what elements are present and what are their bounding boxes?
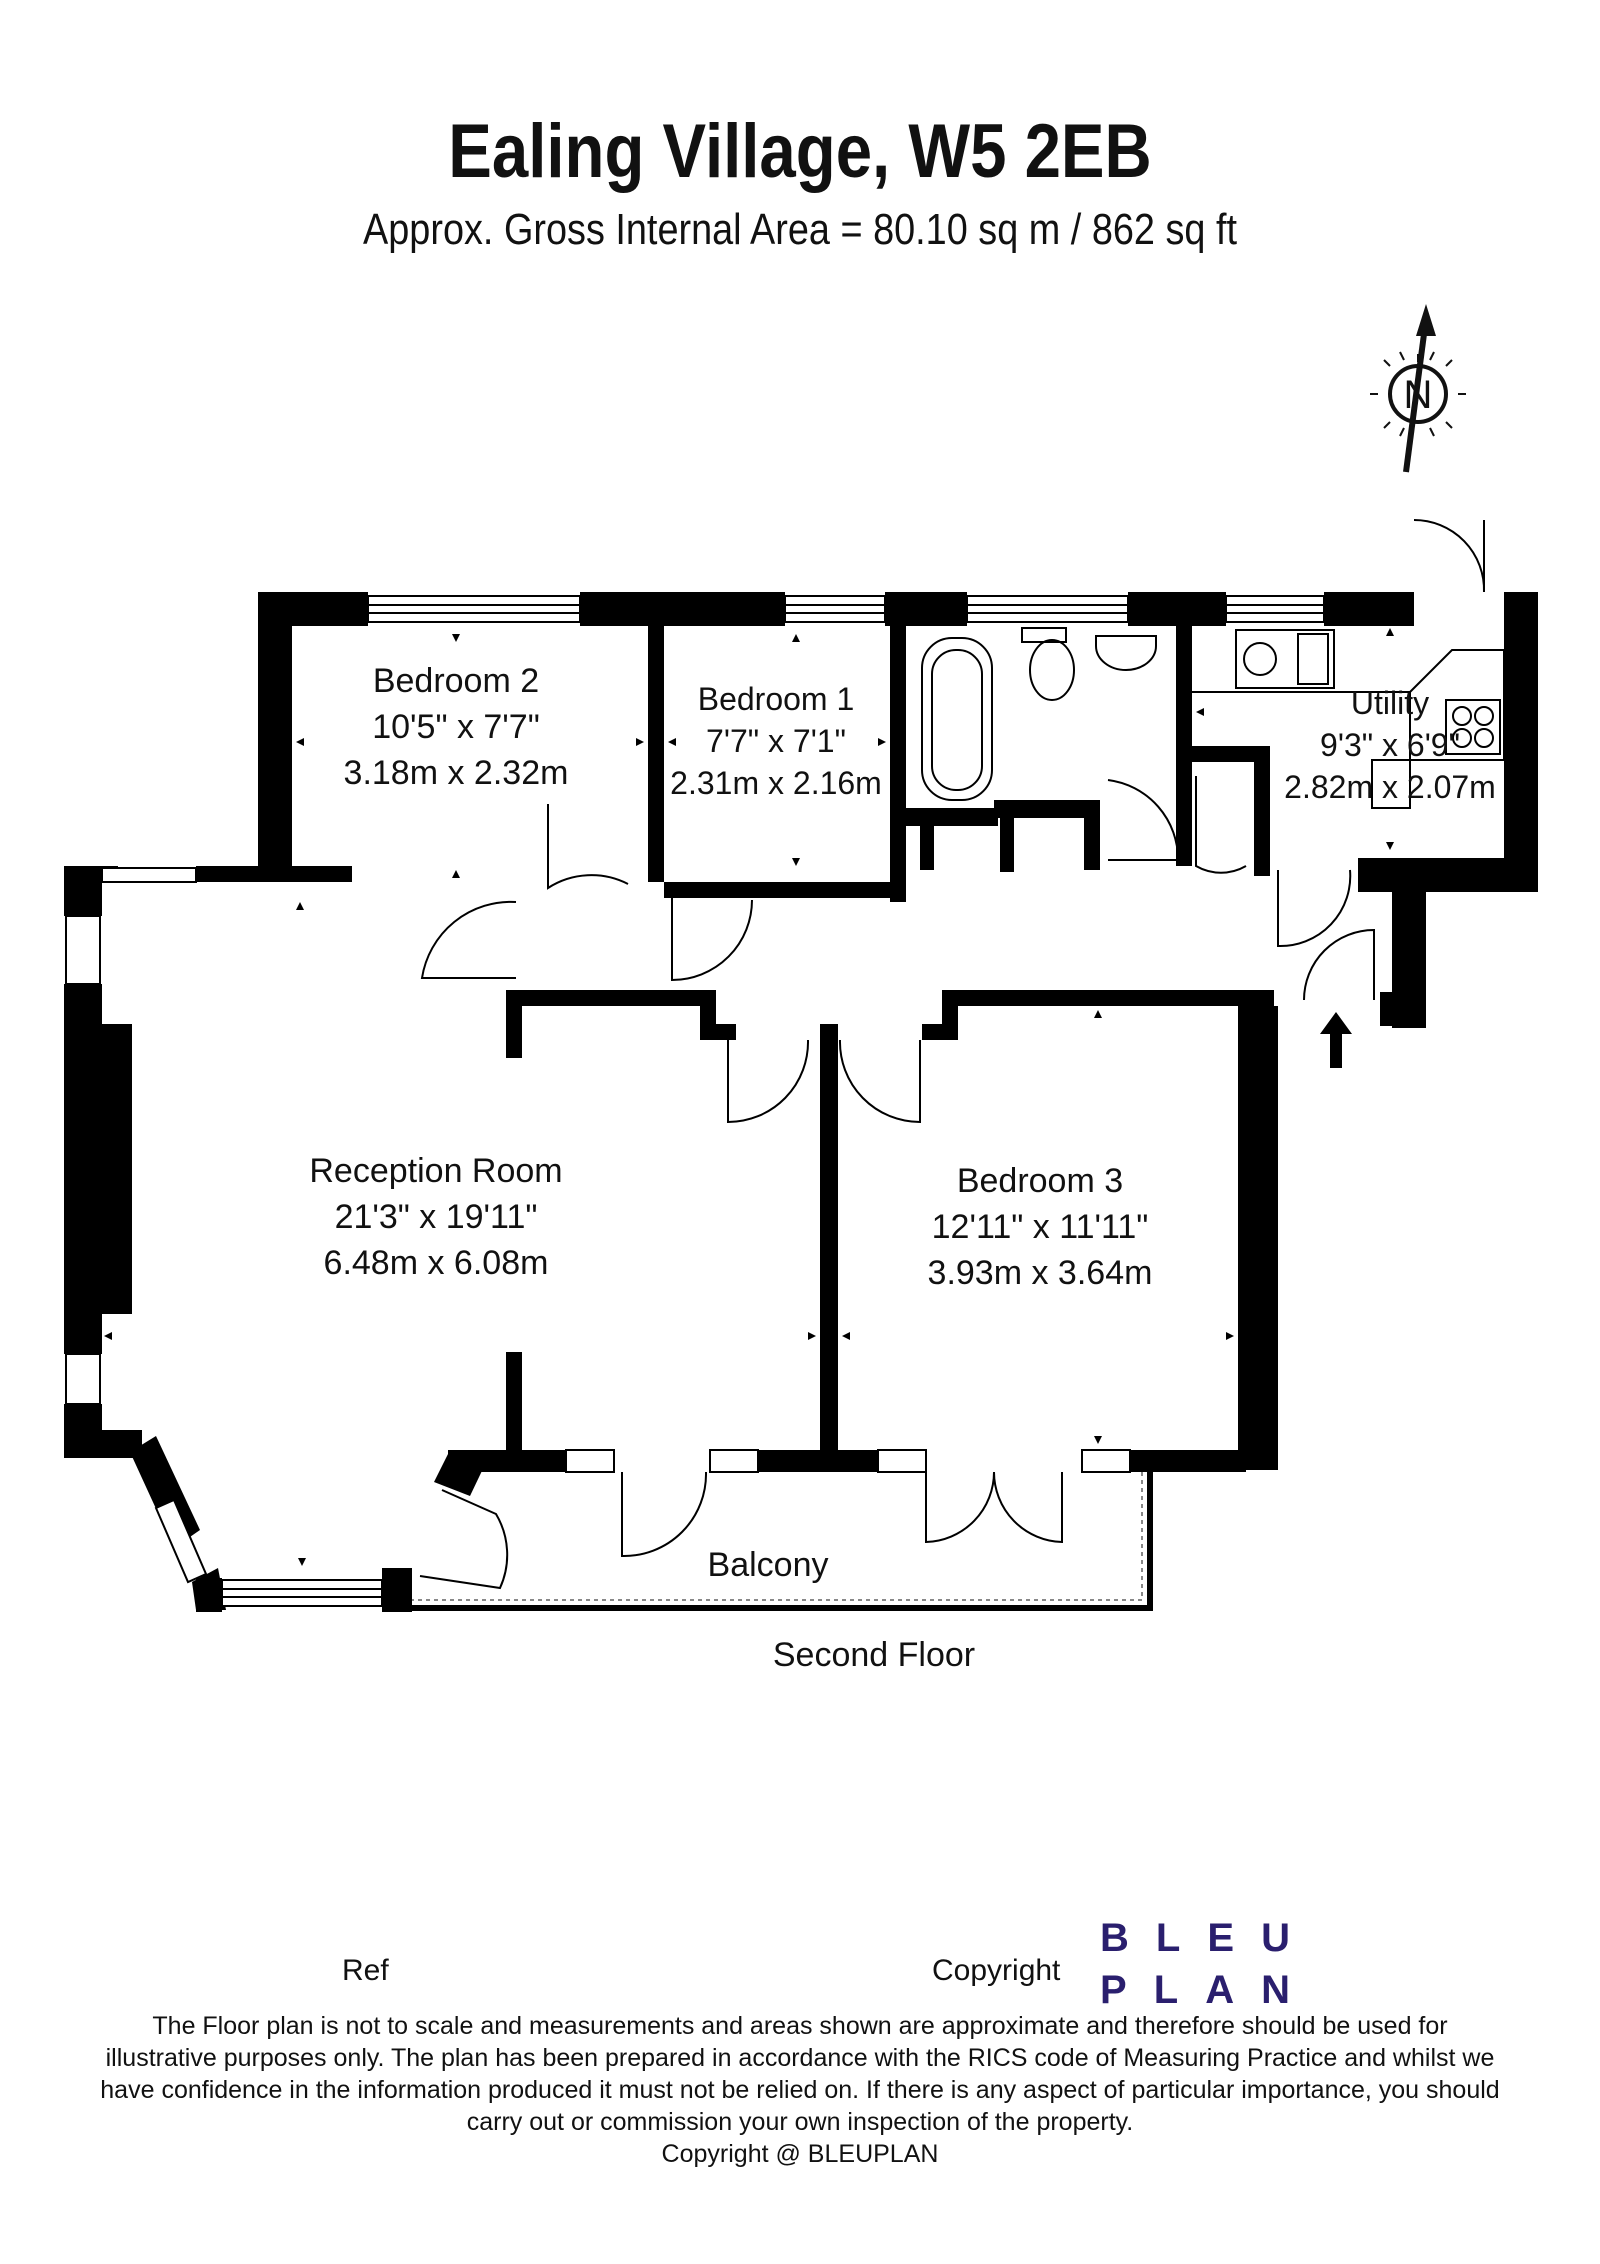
room-name: Bedroom 1 <box>698 681 855 717</box>
measurement-markers <box>104 628 1394 1566</box>
room-imperial: 10'5" x 7'7" <box>372 708 540 746</box>
logo-letter: U <box>1261 1916 1290 1960</box>
disclaimer-line: The Floor plan is not to scale and measu… <box>152 2012 1448 2040</box>
entrance-arrow-icon <box>1320 1012 1352 1068</box>
room-imperial: 21'3" x 19'11" <box>335 1198 538 1236</box>
room-bedroom-2: Bedroom 2 10'5" x 7'7" 3.18m x 2.32m <box>344 662 569 792</box>
page-title: Ealing Village, W5 2EB <box>448 109 1152 194</box>
room-name: Utility <box>1351 685 1429 721</box>
disclaimer-line: carry out or commission your own inspect… <box>466 2108 1134 2136</box>
room-metric: 2.31m x 2.16m <box>670 765 882 801</box>
windows <box>65 595 1325 1607</box>
balcony-label: Balcony <box>708 1546 829 1584</box>
logo-letter: N <box>1261 1968 1290 2012</box>
logo-letter: P <box>1100 1968 1127 2012</box>
logo-letter: L <box>1153 1968 1179 2012</box>
room-metric: 3.18m x 2.32m <box>344 754 569 792</box>
logo-row-2: P L A N <box>1100 1964 1290 2016</box>
disclaimer: The Floor plan is not to scale and measu… <box>40 2010 1560 2170</box>
fixtures <box>921 627 1505 809</box>
logo-letter: E <box>1207 1916 1235 1960</box>
room-imperial: 9'3" x 6'9" <box>1320 727 1460 763</box>
room-metric: 2.82m x 2.07m <box>1284 769 1496 805</box>
logo-row-1: B L E U <box>1100 1912 1290 1964</box>
compass-north-label: N <box>1404 373 1433 417</box>
room-bedroom-3: Bedroom 3 12'11" x 11'11" 3.93m x 3.64m <box>928 1162 1153 1292</box>
disclaimer-line: illustrative purposes only. The plan has… <box>105 2044 1495 2072</box>
disclaimer-line: have confidence in the information produ… <box>100 2076 1500 2104</box>
logo-letter: B <box>1100 1916 1129 1960</box>
room-imperial: 7'7" x 7'1" <box>706 723 846 759</box>
disclaimer-copyright: Copyright @ BLEUPLAN <box>661 2140 939 2168</box>
room-metric: 6.48m x 6.08m <box>324 1244 549 1282</box>
room-metric: 3.93m x 3.64m <box>928 1254 1153 1292</box>
room-name: Bedroom 3 <box>957 1162 1123 1200</box>
copyright-label: Copyright <box>932 1954 1061 1987</box>
ref-label: Ref <box>342 1954 389 1987</box>
room-utility: Utility 9'3" x 6'9" 2.82m x 2.07m <box>1284 685 1496 805</box>
balcony <box>412 1472 1153 1611</box>
room-bedroom-1: Bedroom 1 7'7" x 7'1" 2.31m x 2.16m <box>670 681 882 801</box>
room-imperial: 12'11" x 11'11" <box>932 1208 1149 1246</box>
room-reception: Reception Room 21'3" x 19'11" 6.48m x 6.… <box>309 1152 562 1282</box>
logo-letter: L <box>1155 1916 1181 1960</box>
room-name: Reception Room <box>309 1152 562 1190</box>
compass-icon: N <box>1370 304 1466 473</box>
doors <box>419 519 1486 1590</box>
room-name: Bedroom 2 <box>373 662 539 700</box>
area-subtitle: Approx. Gross Internal Area = 80.10 sq m… <box>363 205 1237 254</box>
floor-label: Second Floor <box>773 1636 975 1674</box>
logo-letter: A <box>1205 1968 1235 2012</box>
bleuplan-logo: B L E U P L A N <box>1100 1912 1290 2016</box>
